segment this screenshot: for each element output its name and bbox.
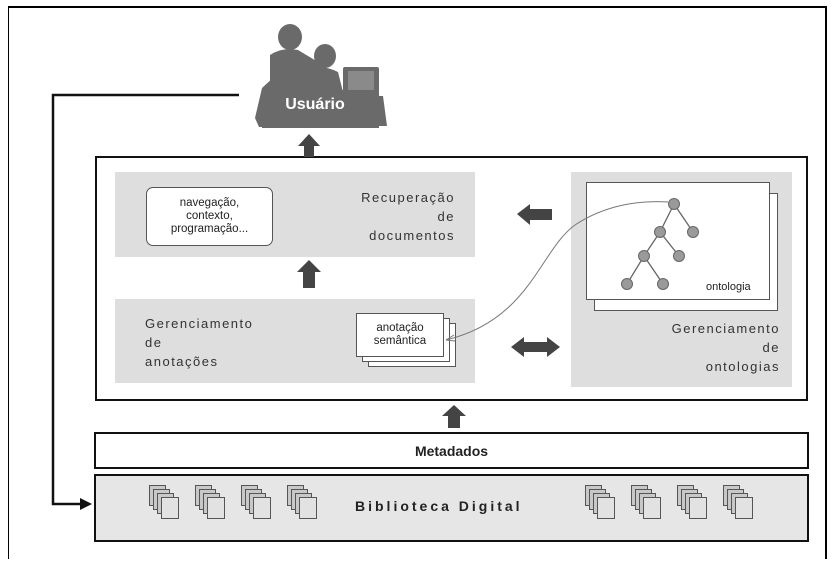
tree-node: [668, 198, 680, 210]
document-page: [161, 497, 179, 519]
ontology-title-line: Gerenciamento: [671, 321, 780, 336]
ontology-title-line: de: [762, 340, 780, 355]
annotation-card-line: anotação: [376, 322, 424, 334]
metadata-box: Metadados: [94, 432, 809, 469]
arrow-bidirectional: [511, 337, 560, 357]
document-page: [253, 497, 271, 519]
document-page: [299, 497, 317, 519]
document-page: [643, 497, 661, 519]
ontology-label: ontologia: [706, 281, 751, 293]
arrow-left-to-retrieval: [517, 204, 552, 225]
tree-node: [673, 250, 685, 262]
ontology-tree-edges: [626, 203, 694, 285]
document-page: [207, 497, 225, 519]
tree-node: [638, 250, 650, 262]
link-arrowhead: [445, 334, 456, 342]
ontology-tree-nodes: [621, 198, 699, 290]
tree-node: [621, 278, 633, 290]
annotation-title-line: Gerenciamento: [145, 316, 254, 331]
tree-node: [654, 226, 666, 238]
annotation-management-title: Gerenciamento de anotações: [145, 314, 253, 371]
retrieval-title-line: documentos: [369, 228, 455, 243]
context-line: programação...: [170, 223, 249, 235]
document-page: [597, 497, 615, 519]
context-line: navegação,: [179, 197, 240, 209]
annotation-title-line: de: [145, 335, 163, 350]
context-line: contexto,: [186, 210, 233, 222]
digital-library-label: Biblioteca Digital: [355, 498, 523, 514]
annotation-card-line: semântica: [373, 335, 427, 347]
arrow-up-to-retrieval: [297, 260, 321, 288]
retrieval-title-line: de: [437, 209, 455, 224]
retrieval-title-line: Recuperação: [361, 190, 455, 205]
block-arrows: [297, 134, 560, 428]
ontology-title-line: ontologias: [705, 359, 780, 374]
annotation-ontology-link: [445, 201, 669, 341]
tree-node: [687, 226, 699, 238]
retrieval-title: Recuperação de documentos: [330, 188, 455, 245]
arrow-up-to-user: [298, 134, 320, 157]
diagram-frame: [8, 6, 827, 559]
ontology-management-title: Gerenciamento de ontologias: [630, 319, 780, 376]
feedback-line: [51, 93, 239, 506]
document-page: [735, 497, 753, 519]
user-label: Usuário: [285, 96, 345, 113]
navigation-context-box: navegação, contexto, programação...: [146, 187, 273, 246]
feedback-arrowhead: [80, 498, 92, 510]
semantic-annotation-card: anotação semântica: [356, 313, 444, 357]
tree-node: [657, 278, 669, 290]
arrow-up-from-metadata: [442, 405, 466, 428]
annotation-title-line: anotações: [145, 354, 219, 369]
document-page: [689, 497, 707, 519]
